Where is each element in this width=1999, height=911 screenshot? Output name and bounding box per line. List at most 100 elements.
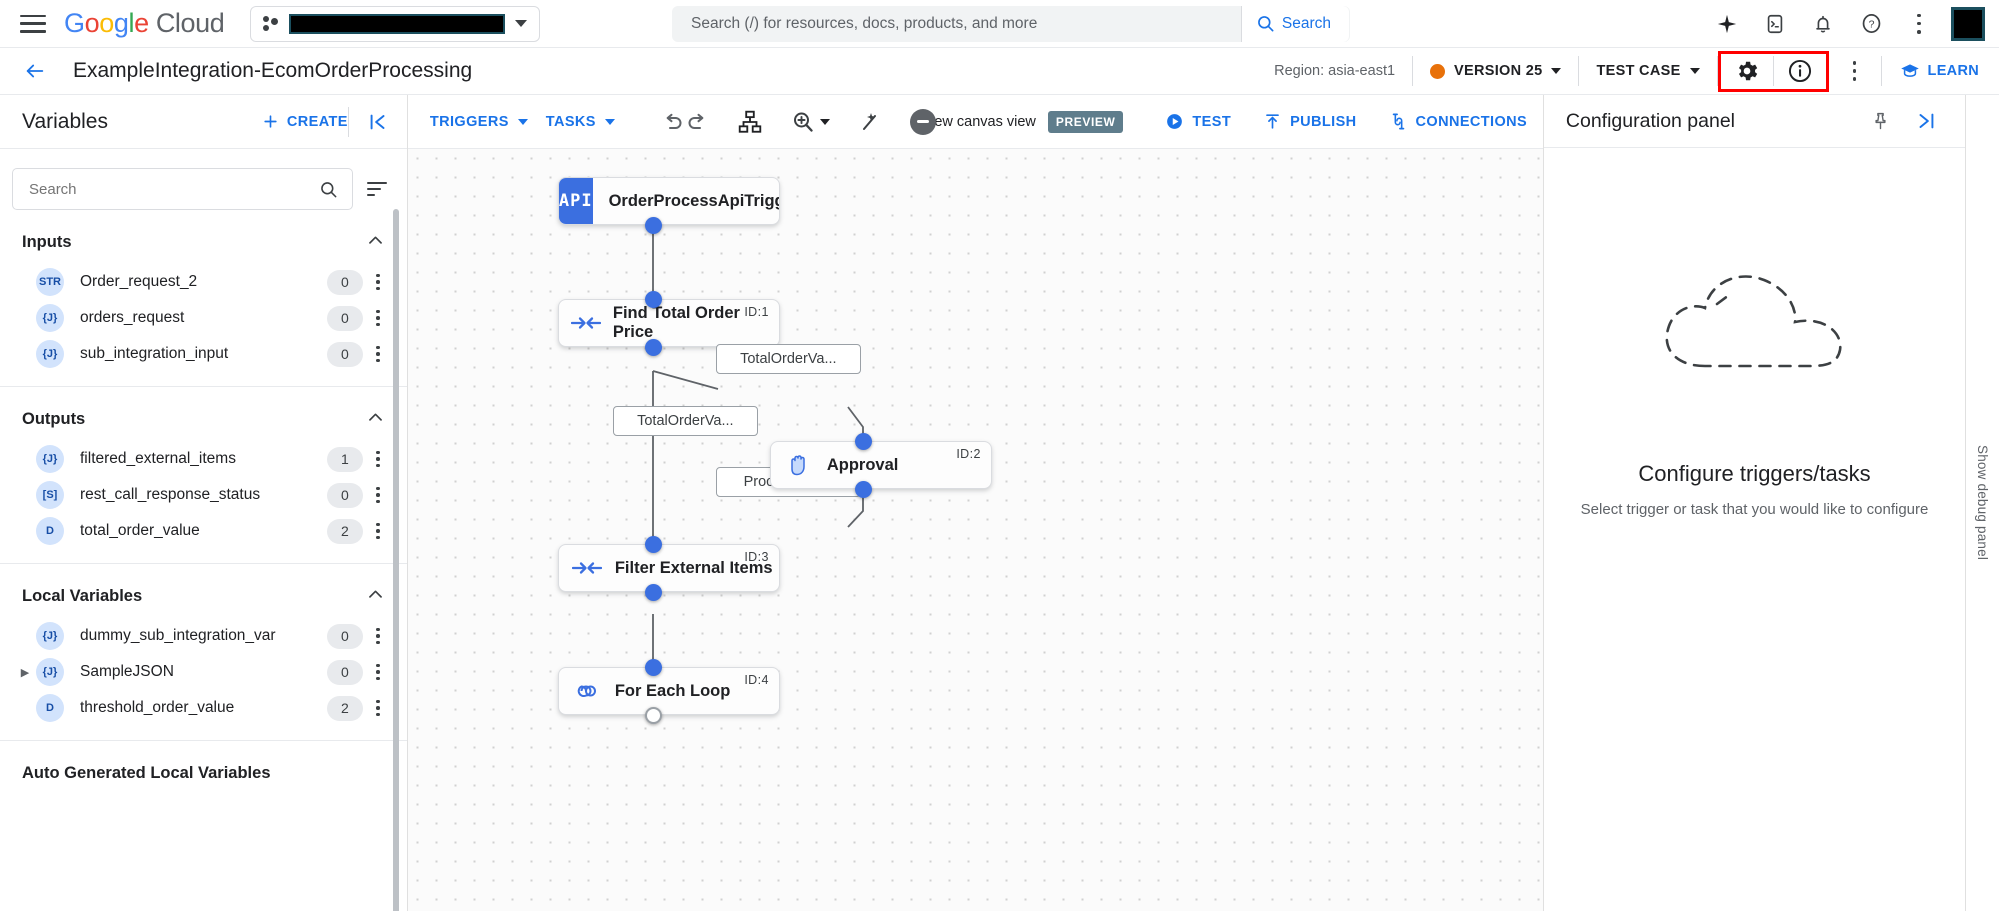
highlight-box (1717, 50, 1829, 92)
node-output-port[interactable] (854, 481, 872, 498)
sort-filter-icon[interactable] (366, 176, 393, 202)
notifications-bell-icon[interactable] (1803, 4, 1843, 44)
back-button[interactable] (20, 56, 50, 86)
variable-row[interactable]: ▶ {J} SampleJSON 0 (0, 654, 407, 690)
row-expander-icon[interactable]: ▶ (20, 666, 30, 679)
node-output-port[interactable] (644, 339, 662, 356)
group-label: Local Variables (22, 586, 143, 605)
chevron-up-icon[interactable] (366, 231, 385, 254)
data-mapping-icon (559, 557, 615, 579)
variable-row-more-icon[interactable] (363, 303, 393, 333)
search-input[interactable] (27, 179, 319, 199)
variables-group-header-auto-generated[interactable]: Auto Generated Local Variables (0, 751, 407, 795)
triggers-menu-button[interactable]: TRIGGERS (430, 114, 546, 130)
variable-row-more-icon[interactable] (363, 657, 393, 687)
node-input-port[interactable] (644, 536, 662, 553)
variable-row[interactable]: D total_order_value 2 (0, 513, 407, 549)
node-input-port[interactable] (854, 433, 872, 450)
variables-panel: Variables CREATE (0, 95, 408, 911)
variable-row[interactable]: {J} orders_request 0 (0, 300, 407, 336)
create-variable-button[interactable]: CREATE (262, 113, 348, 130)
chevron-up-icon[interactable] (366, 408, 385, 431)
page-title: ExampleIntegration-EcomOrderProcessing (73, 59, 473, 82)
divider (1716, 56, 1718, 86)
variable-row-more-icon[interactable] (363, 480, 393, 510)
publish-button[interactable]: PUBLISH (1247, 112, 1372, 131)
test-case-selector[interactable]: TEST CASE (1579, 63, 1716, 79)
variables-group-header-inputs[interactable]: Inputs (0, 220, 407, 264)
test-label: TEST (1192, 113, 1232, 130)
debug-panel-rail[interactable]: Show debug panel (1965, 95, 1999, 911)
version-status-dot (1430, 63, 1446, 79)
edge-label[interactable]: TotalOrderVa... (612, 406, 758, 436)
variable-type-chip: STR (36, 268, 64, 296)
node-output-port[interactable] (644, 217, 662, 234)
page-header: ExampleIntegration-EcomOrderProcessing R… (0, 48, 1999, 95)
collapse-configuration-panel-button[interactable] (1903, 98, 1949, 144)
info-button[interactable] (1774, 54, 1826, 89)
variable-row-more-icon[interactable] (363, 444, 393, 474)
settings-button[interactable] (1721, 54, 1773, 89)
integration-canvas[interactable]: API OrderProcessApiTrigger Find Total Or… (407, 149, 1543, 911)
node-input-port[interactable] (644, 659, 662, 676)
connections-button[interactable]: CONNECTIONS (1373, 112, 1544, 131)
canvas-node-trigger[interactable]: API OrderProcessApiTrigger (557, 177, 780, 225)
variable-row-more-icon[interactable] (363, 621, 393, 651)
zoom-menu-button[interactable] (791, 101, 830, 143)
variable-type-chip: {J} (36, 304, 64, 332)
edge-label[interactable]: TotalOrderVa... (715, 344, 861, 374)
variable-row[interactable]: D threshold_order_value 2 (0, 690, 407, 726)
version-selector[interactable]: VERSION 25 (1413, 63, 1578, 79)
configuration-panel-title: Configuration panel (1565, 109, 1736, 132)
canvas-node-for-each-loop[interactable]: For Each Loop ID:4 (557, 667, 780, 715)
tasks-menu-button[interactable]: TASKS (546, 114, 633, 130)
show-debug-panel-label[interactable]: Show debug panel (1975, 445, 1991, 561)
variables-group-header-local[interactable]: Local Variables (0, 574, 407, 618)
node-input-port[interactable] (644, 291, 662, 308)
google-cloud-logo[interactable]: Google Cloud (64, 8, 225, 38)
canvas-node-filter-external-items[interactable]: Filter External Items ID:3 (557, 544, 780, 592)
variable-row-more-icon[interactable] (363, 693, 393, 723)
variables-group-header-outputs[interactable]: Outputs (0, 397, 407, 441)
variable-count-badge: 1 (326, 446, 363, 472)
redo-button[interactable] (685, 101, 709, 143)
search-icon (1257, 16, 1274, 32)
project-picker[interactable] (250, 5, 541, 42)
variable-row[interactable]: STR Order_request_2 0 (0, 264, 407, 300)
global-search-bar[interactable]: Search (/) for resources, docs, products… (672, 5, 1350, 42)
variables-panel-scrollbar[interactable] (392, 209, 399, 911)
top-navigation-bar: Google Cloud Search (/) for resources, d… (0, 0, 1999, 48)
global-search-button[interactable]: Search (1240, 5, 1349, 42)
page-header-more-button[interactable] (1829, 48, 1881, 94)
zoom-icon (793, 112, 813, 132)
top-nav-more-kebab-icon[interactable] (1899, 4, 1939, 44)
variable-row[interactable]: {J} sub_integration_input 0 (0, 336, 407, 372)
variable-row-more-icon[interactable] (363, 339, 393, 369)
canvas-node-find-total-order-price[interactable]: Find Total Order Price ID:1 (557, 299, 780, 347)
info-circle-icon (1788, 59, 1811, 83)
collapse-variables-panel-button[interactable] (349, 95, 407, 148)
variable-row-more-icon[interactable] (363, 267, 393, 297)
avatar[interactable] (1951, 6, 1985, 41)
auto-layout-button[interactable] (737, 101, 763, 143)
variable-row[interactable]: [S] rest_call_response_status 0 (0, 477, 407, 513)
configuration-panel-header: Configuration panel (1543, 95, 1966, 148)
node-output-port[interactable] (644, 707, 662, 724)
variable-row-more-icon[interactable] (363, 516, 393, 546)
test-button[interactable]: TEST (1149, 112, 1247, 131)
learn-button[interactable]: LEARN (1882, 61, 1999, 81)
hamburger-menu-icon[interactable] (20, 14, 46, 33)
help-question-icon[interactable]: ? (1851, 4, 1891, 44)
cloud-shell-icon[interactable] (1755, 4, 1795, 44)
variable-row[interactable]: {J} dummy_sub_integration_var 0 (0, 618, 407, 654)
variable-type-chip: D (36, 694, 64, 722)
canvas-node-approval[interactable]: Approval ID:2 (769, 441, 992, 489)
pin-panel-button[interactable] (1857, 98, 1903, 144)
undo-button[interactable] (661, 101, 685, 143)
magic-wand-button[interactable] (858, 101, 882, 143)
node-output-port[interactable] (644, 584, 662, 601)
gemini-sparkle-icon[interactable] (1707, 4, 1747, 44)
variables-search-box[interactable] (12, 168, 353, 210)
chevron-up-icon[interactable] (366, 585, 385, 608)
variable-row[interactable]: {J} filtered_external_items 1 (0, 441, 407, 477)
